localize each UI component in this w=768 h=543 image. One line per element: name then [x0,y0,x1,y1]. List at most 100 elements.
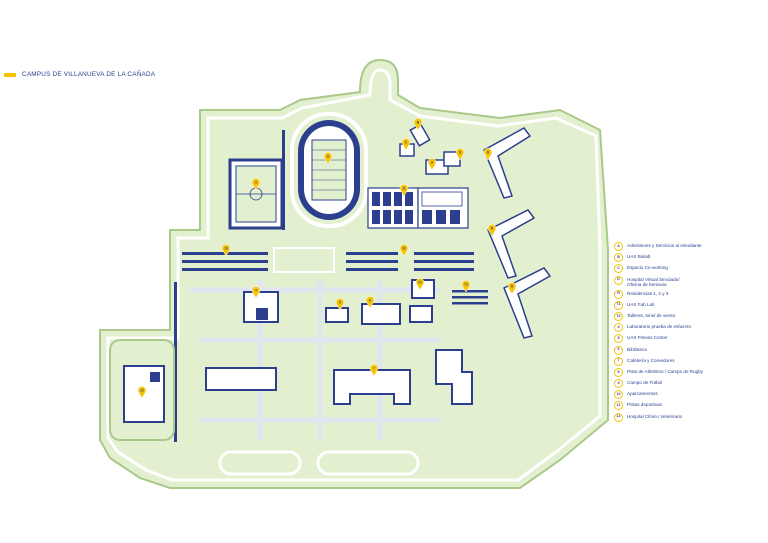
marker-pin-icon [507,282,517,295]
marker-pin-icon [487,224,497,237]
map-marker[interactable]: A [427,158,437,171]
legend-item[interactable]: 4 Laboratorio prueba de esfuerzo [614,323,764,334]
legend-badge: T2 [614,311,623,321]
marker-code: 4 [255,289,257,293]
legend-badge: 5 [614,334,623,344]
marker-pin-icon [399,244,409,257]
marker-pin-icon [251,286,261,299]
map-marker[interactable]: 9 [251,178,261,191]
legend-label: UAX Fitness Center [627,335,668,341]
legend-label: Admisiones y Servicios al estudiante [627,243,702,248]
legend-badge: 9 [614,379,623,389]
map-marker[interactable]: 7 [369,364,379,377]
legend-label: Residencias 1, 2 y 3 [627,290,669,296]
legend-badge: 12 [614,412,623,422]
legend-item[interactable]: 12 Hospital Clínico Veterinario [614,412,764,424]
map-marker[interactable]: 10 [221,244,231,257]
marker-code: 10 [224,247,228,251]
marker-pin-icon [483,148,493,161]
legend-label: Espacio Co-working [627,265,668,271]
legend-label: Pista de Atletismo / Campo de Rugby [627,368,704,374]
marker-code: 5 [339,301,341,305]
map-marker[interactable]: C [401,138,411,151]
legend-item[interactable]: 7 Cafetería y Comedores [614,356,764,368]
map-marker[interactable]: B [413,118,423,131]
marker-pin-icon [335,298,345,311]
marker-pin-icon [401,138,411,151]
legend-badge: R [614,289,623,299]
title-accent-bar [4,72,16,77]
legend-badge: C [614,264,623,274]
marker-pin-icon [369,364,379,377]
track-road [290,112,368,228]
marker-pin-icon [455,148,465,161]
legend-item[interactable]: D Hospital Virtual Simulado/ Oficina de f… [614,275,764,290]
legend-item[interactable]: 9 Campo de Fútbol [614,379,764,390]
map-marker[interactable]: 12 [137,386,147,399]
marker-pin-icon [365,296,375,309]
marker-code: R [487,151,490,155]
legend-label: Campo de Fútbol [627,380,663,386]
legend-item[interactable]: 5 UAX Fitness Center [614,334,764,345]
legend-item[interactable]: T2 Talleres, túnel de viento [614,311,764,323]
legend-label: Hospital Clínico Veterinario [627,413,683,419]
map-marker[interactable]: 5 [335,298,345,311]
legend-label: Laboratorio prueba de esfuerzo [627,324,692,330]
legend-label: Talleres, túnel de viento [627,312,676,318]
marker-pin-icon [323,152,333,165]
marker-code: D [459,151,462,155]
legend-label: Hospital Virtual Simulado/ Oficina de fa… [627,276,680,287]
legend-badge: 7 [614,356,623,366]
legend-label: Pistas deportivas [627,402,662,408]
map-marker[interactable]: 11 [399,184,409,197]
marker-code: 11 [402,187,406,191]
marker-pin-icon [415,278,425,291]
marker-pin-icon [427,158,437,171]
legend-badge: 6 [614,345,623,355]
marker-code: T1 [464,283,468,287]
map-marker[interactable]: T1 [461,280,471,293]
map-marker[interactable]: 4 [251,286,261,299]
legend-badge: 4 [614,323,623,333]
bottom-parking-right [316,450,420,476]
map-marker[interactable]: R [483,148,493,161]
map-markers: A BC D R R R 8 9 10 10 11 12 T1 T2 4 5 6 7 [137,118,517,399]
marker-code: R [491,227,494,231]
legend-badge: 10 [614,390,623,400]
marker-pin-icon [399,184,409,197]
legend-item[interactable]: 8 Pista de Atletismo / Campo de Rugby [614,367,764,379]
marker-pin-icon [413,118,423,131]
legend-item[interactable]: C Espacio Co-working [614,264,764,275]
bottom-parking-left [218,450,302,476]
legend-item[interactable]: R Residencias 1, 2 y 3 [614,289,764,301]
marker-code: 7 [373,367,375,371]
map-marker[interactable]: 6 [365,296,375,309]
marker-code: R [511,285,514,289]
legend-label: Cafetería y Comedores [627,357,675,363]
marker-pin-icon [137,386,147,399]
marker-code: A [431,161,434,165]
marker-code: 10 [402,247,406,251]
map-marker[interactable]: D [455,148,465,161]
building-b[interactable] [409,123,431,147]
marker-code: 9 [255,181,257,185]
map-marker[interactable]: R [507,282,517,295]
marker-pin-icon [251,178,261,191]
legend-label: Biblioteca [627,346,647,352]
legend-badge: 8 [614,367,623,377]
map-marker[interactable]: 8 [323,152,333,165]
map-marker[interactable]: R [487,224,497,237]
legend-item[interactable]: 6 Biblioteca [614,345,764,357]
academic-buildings[interactable] [205,279,473,405]
marker-code: 12 [140,389,144,393]
map-marker[interactable]: T2 [415,278,425,291]
map-marker[interactable]: 10 [399,244,409,257]
legend-badge: D [614,275,623,285]
